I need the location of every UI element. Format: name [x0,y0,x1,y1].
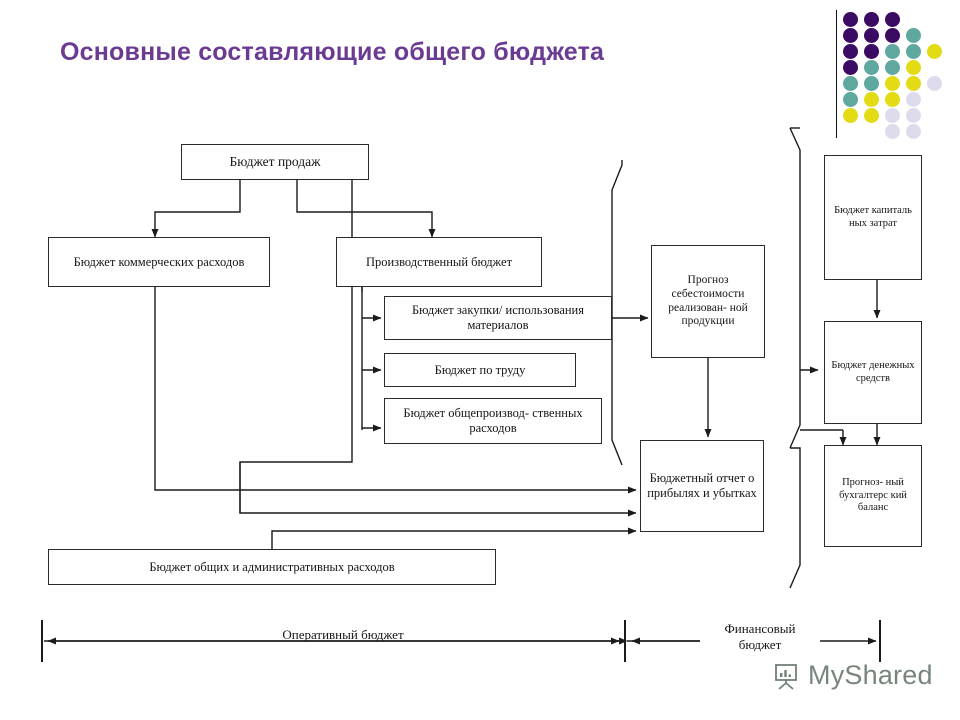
decor-dot [906,92,921,107]
decor-dot [843,92,858,107]
decor-dot [906,44,921,59]
decor-dot [843,12,858,27]
decor-dot [843,108,858,123]
decor-dot [906,76,921,91]
node-capex-budget[interactable]: Бюджет капиталь ных затрат [824,155,922,280]
decor-dot [885,92,900,107]
decor-dot [885,108,900,123]
scale-label-operational: Оперативный бюджет [282,627,404,642]
decor-dot [864,44,879,59]
node-sales[interactable]: Бюджет продаж [181,144,369,180]
node-overhead-budget[interactable]: Бюджет общепроизвод- ственных расходов [384,398,602,444]
decor-dot [885,12,900,27]
decor-dot-grid [843,12,955,142]
node-production-budget[interactable]: Производственный бюджет [336,237,542,287]
decor-dot [885,124,900,139]
scale-label-financial-line2: бюджет [738,637,782,653]
decor-dot [864,28,879,43]
node-admin-expenses[interactable]: Бюджет общих и административных расходов [48,549,496,585]
scale-label-financial-line1: Финансовый [724,621,796,636]
decor-dot [864,92,879,107]
presentation-easel-icon [775,663,797,690]
decor-dot [843,76,858,91]
watermark: MyShared [772,660,933,691]
decor-dot [864,76,879,91]
decor-dot [927,44,942,59]
decor-dot [864,108,879,123]
decor-dot [927,76,942,91]
decor-dot [885,44,900,59]
decor-dot [906,108,921,123]
page-title: Основные составляющие общего бюджета [60,38,605,66]
node-balance-forecast[interactable]: Прогноз- ный бухгалтерс кий баланс [824,445,922,547]
decor-dot [885,76,900,91]
watermark-text: MyShared [808,660,933,690]
decor-dot [906,124,921,139]
node-labor-budget[interactable]: Бюджет по труду [384,353,576,387]
decor-dot [843,60,858,75]
decor-dot [906,28,921,43]
node-cash-budget[interactable]: Бюджет денежных средств [824,321,922,424]
decor-dot [906,60,921,75]
node-cogs-forecast[interactable]: Прогноз себестоимости реализован- ной пр… [651,245,765,358]
node-materials-budget[interactable]: Бюджет закупки/ использования материалов [384,296,612,340]
decor-vertical-rule [836,10,837,138]
node-commercial-expenses[interactable]: Бюджет коммерческих расходов [48,237,270,287]
decor-dot [843,28,858,43]
decor-dot [885,28,900,43]
node-pnl-report[interactable]: Бюджетный отчет о прибылях и убытках [640,440,764,532]
scale-label-financial: Финансовый бюджет [700,621,820,654]
decor-dot [843,44,858,59]
decor-dot [864,12,879,27]
decor-dot [864,60,879,75]
decor-dot [885,60,900,75]
